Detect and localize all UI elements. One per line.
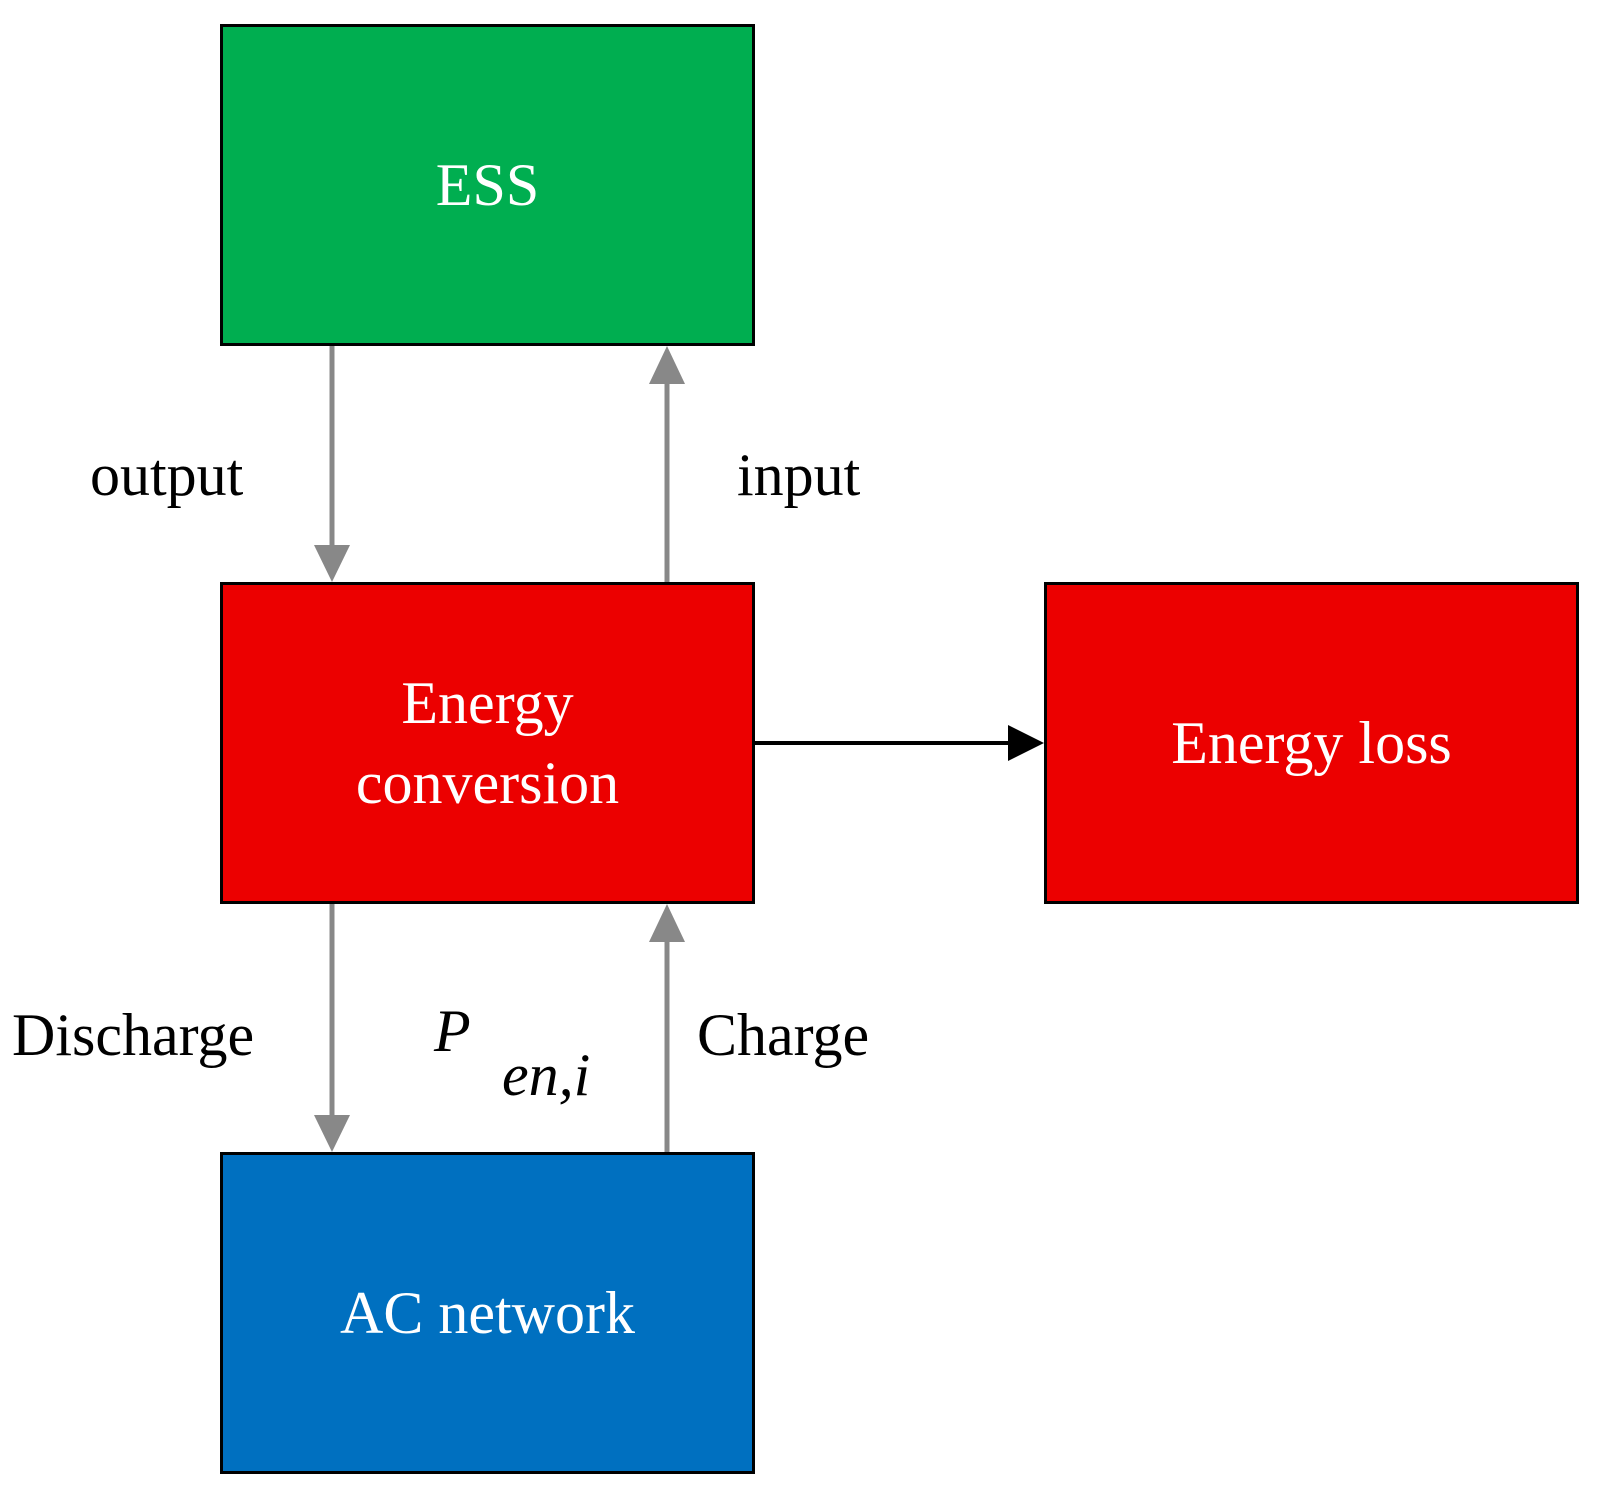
arrow-input [649, 346, 685, 582]
input-edge-label: input [737, 442, 861, 508]
energy-conversion-label-line2: conversion [355, 750, 620, 816]
energy-conversion-label-line1: Energy [401, 670, 574, 736]
power-symbol: P en,i [434, 996, 590, 1108]
arrow-charge [649, 904, 685, 1152]
output-edge-label: output [90, 442, 244, 508]
power-symbol-main: P [434, 998, 471, 1064]
ac-network-label: AC network [340, 1280, 635, 1346]
power-symbol-subscript: en,i [502, 1042, 591, 1108]
discharge-edge-label: Discharge [12, 1002, 255, 1068]
ess-node: ESS [220, 24, 755, 346]
ac-network-node: AC network [220, 1152, 755, 1474]
energy-loss-node: Energy loss [1044, 582, 1579, 904]
arrow-energy-loss [755, 725, 1044, 761]
charge-edge-label: Charge [697, 1002, 870, 1068]
ess-label: ESS [435, 152, 540, 218]
energy-loss-label: Energy loss [1171, 710, 1452, 776]
energy-conversion-node: Energy conversion [220, 582, 755, 904]
arrow-output [314, 346, 350, 582]
arrow-discharge [314, 904, 350, 1152]
